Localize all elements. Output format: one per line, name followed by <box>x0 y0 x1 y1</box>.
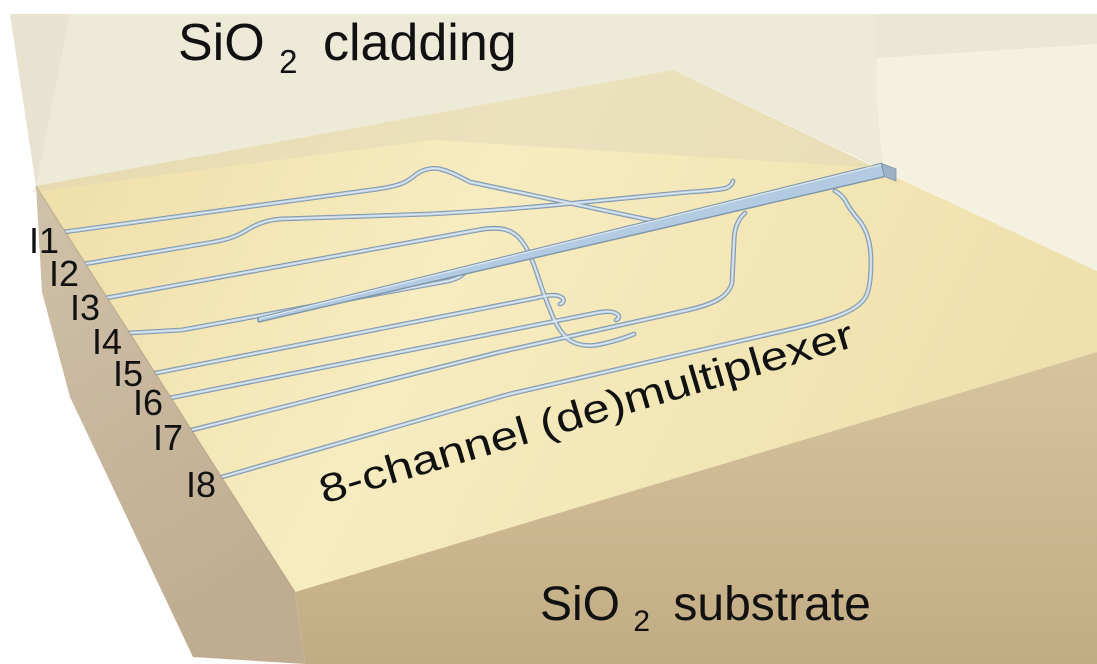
input-labels: I1 I2 I3 I4 I5 I6 I7 I8 <box>29 220 216 505</box>
input-label-i4: I4 <box>92 321 122 362</box>
cladding-label: SiO 2 cladding <box>178 14 517 85</box>
substrate-label-subscript: 2 <box>633 605 650 638</box>
substrate-label-formula: SiO <box>540 578 620 631</box>
cladding-top-facet <box>877 14 1097 58</box>
bus-waveguide-highlight <box>258 163 882 320</box>
input-label-i3: I3 <box>70 287 100 328</box>
bus-endcap <box>880 162 897 182</box>
chip-left-face <box>36 186 305 664</box>
input-label-i2: I2 <box>49 253 79 294</box>
bus-waveguide <box>256 162 897 323</box>
input-label-i7: I7 <box>153 417 183 458</box>
input-label-i1: I1 <box>29 220 59 261</box>
input-label-i6: I6 <box>133 382 163 423</box>
chip-ridge-edge <box>35 185 296 593</box>
cladding-label-subscript: 2 <box>279 43 297 80</box>
substrate-label: SiO 2 substrate <box>540 578 871 642</box>
cladding-label-rest: cladding <box>323 14 517 72</box>
input-label-i5: I5 <box>113 353 143 394</box>
cladding-left-facet <box>10 14 70 186</box>
substrate-label-rest: substrate <box>673 578 870 631</box>
cladding-label-formula: SiO <box>178 14 265 72</box>
chip-front-face <box>295 352 1097 664</box>
cladding-overlap-band <box>32 70 877 192</box>
cladding-right-facet <box>877 14 1097 271</box>
cladding-block-face <box>10 14 1097 271</box>
input-label-i8: I8 <box>186 464 216 505</box>
